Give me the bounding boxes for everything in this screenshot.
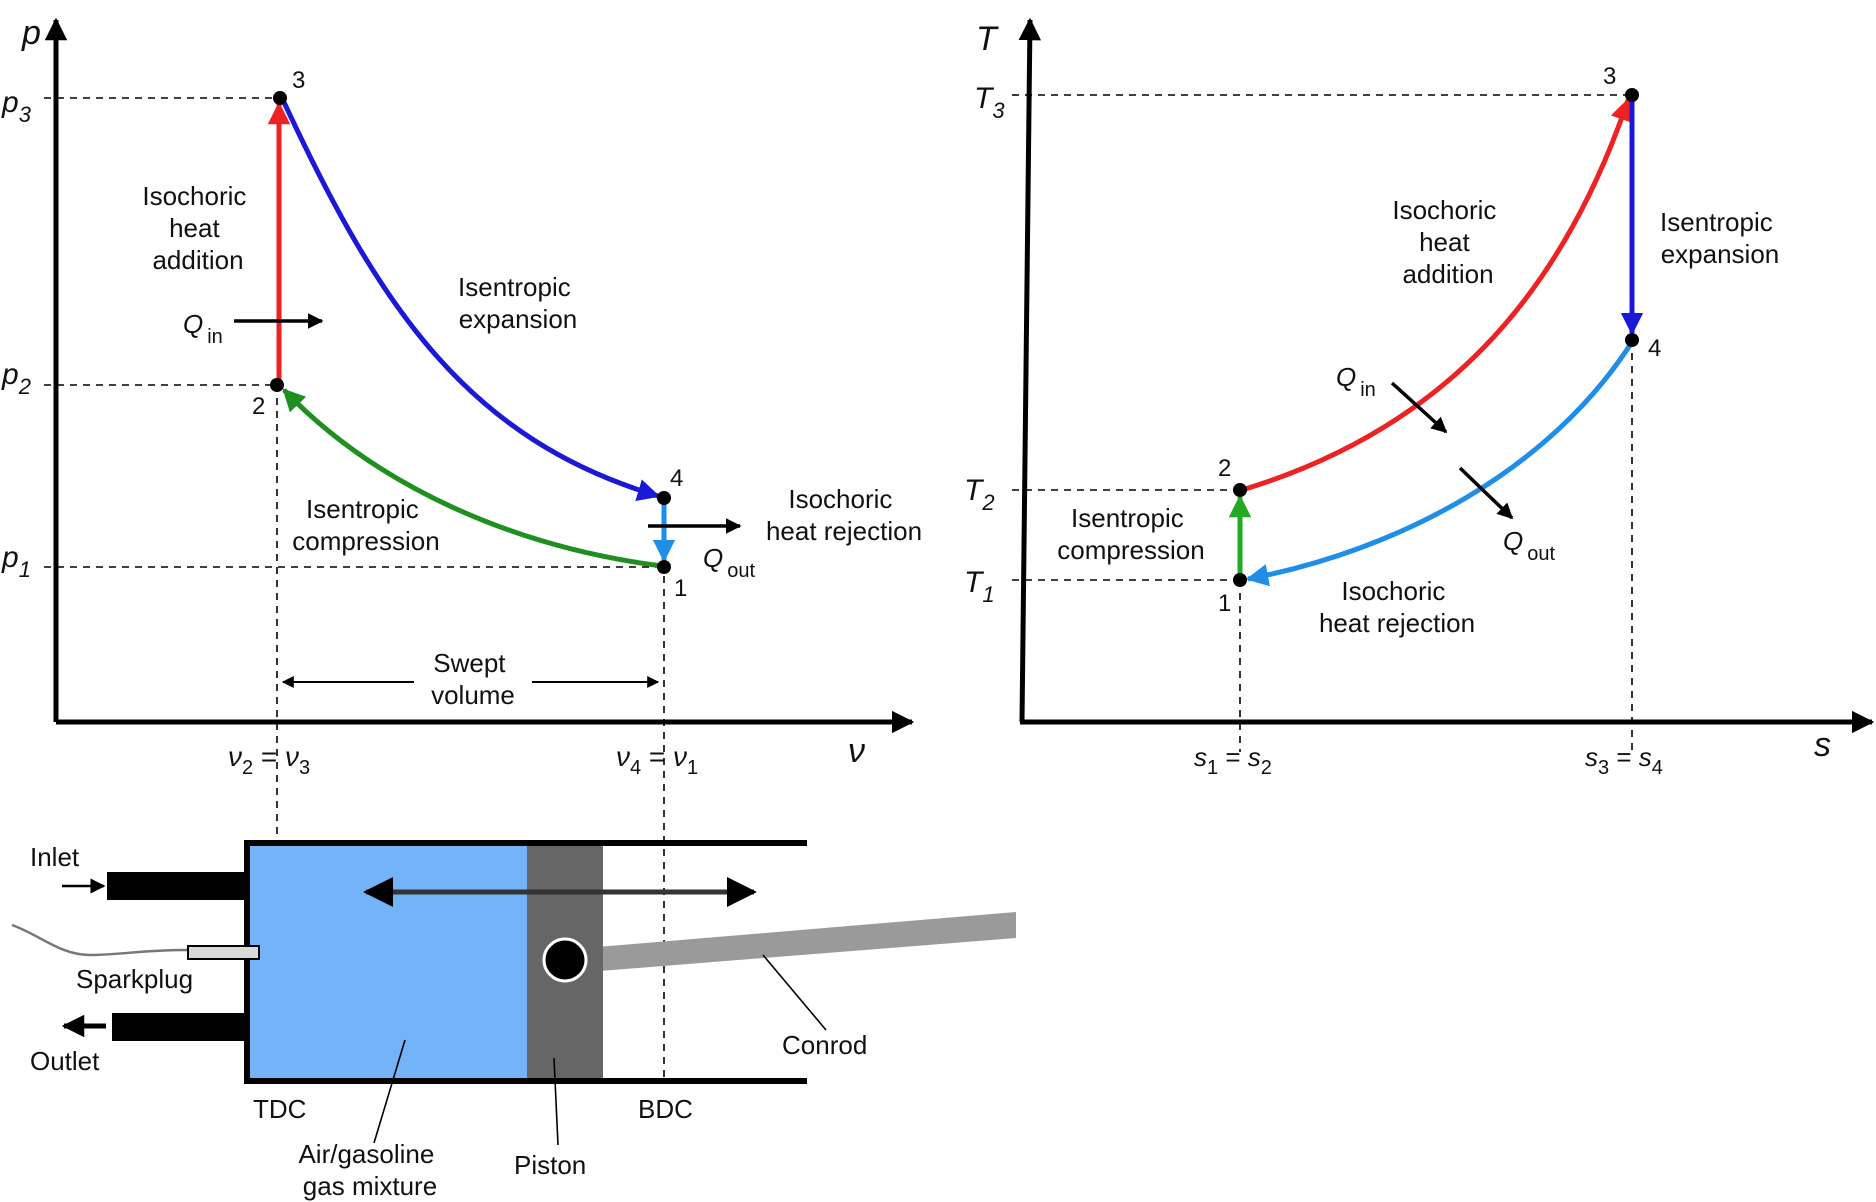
pv-point-label-1: 1 (674, 575, 687, 602)
pv-diagram: p ν p3 p2 p1 ν2 = ν3 ν4 = ν1 3 2 4 1 (1, 14, 922, 1080)
ts-point-1 (1233, 573, 1247, 587)
conrod (562, 912, 1016, 974)
pv-tick-p2: p2 (1, 358, 31, 399)
ts-tick-s1-s2: s1 = s2 (1194, 742, 1272, 779)
pv-tick-v2-v3: ν2 = ν3 (228, 741, 310, 779)
engine-schematic: Inlet Sparkplug Outlet TDC BDC Air/gasol… (11, 840, 1016, 1201)
ts-dashed-guides (1012, 94, 1633, 752)
ts-q-in-arrow (1390, 381, 1448, 434)
ts-point-3 (1625, 88, 1639, 102)
pv-label-heat-rejection: Isochoric heat rejection (766, 484, 922, 546)
sparkplug-wire (11, 923, 189, 957)
cylinder-walls (244, 840, 807, 1084)
ts-tick-t2: T2 (964, 474, 995, 515)
ts-tick-t1: T1 (964, 566, 995, 607)
ts-point-label-2: 2 (1218, 455, 1231, 482)
piston-pin (542, 937, 588, 983)
pv-swept-label: Swept volume (431, 648, 515, 710)
inlet-label: Inlet (30, 842, 80, 872)
pv-point-2 (270, 378, 284, 392)
ts-point-2 (1233, 483, 1247, 497)
pv-tick-p1: p1 (1, 541, 31, 582)
ts-y-axis (1018, 17, 1042, 723)
pv-label-compression: Isentropic compression (292, 494, 439, 556)
pv-tick-p3: p3 (1, 86, 32, 127)
ts-point-label-4: 4 (1648, 335, 1661, 362)
pv-swept-label-bg (414, 650, 532, 714)
outlet-port (112, 1013, 245, 1041)
pv-process-3-4 (280, 98, 661, 501)
outlet-label: Outlet (30, 1046, 100, 1076)
pv-y-axis-label: p (21, 14, 41, 52)
pv-tick-v4-v1: ν4 = ν1 (616, 741, 698, 779)
pv-x-axis-label: ν (848, 732, 865, 770)
pv-process-1-2 (282, 388, 663, 569)
ts-label-heat-addition: Isochoric heat addition (1392, 195, 1503, 289)
ts-point-4 (1625, 333, 1639, 347)
pv-point-1 (657, 560, 671, 574)
ts-point-label-1: 1 (1218, 590, 1231, 617)
sparkplug-label: Sparkplug (76, 964, 193, 994)
conrod-label: Conrod (782, 1030, 867, 1060)
sparkplug (187, 945, 260, 960)
ts-point-label-3: 3 (1603, 63, 1616, 90)
bdc-label: BDC (638, 1094, 693, 1124)
inlet-port (107, 872, 245, 900)
ts-x-axis-label: s (1814, 726, 1831, 764)
pv-label-heat-addition: Isochoric heat addition (142, 181, 253, 275)
pv-point-label-2: 2 (252, 393, 265, 420)
ts-label-expansion: Isentropic expansion (1660, 207, 1780, 269)
ts-process-4-1 (1245, 340, 1635, 587)
pv-label-expansion: Isentropic expansion (458, 272, 578, 334)
pv-point-4 (657, 491, 671, 505)
leader-lines (373, 954, 827, 1146)
piston-label: Piston (514, 1150, 586, 1180)
ts-tick-t3: T3 (974, 82, 1005, 123)
ts-q-out-arrow (1458, 466, 1514, 520)
ts-y-axis-label: T (976, 20, 999, 58)
pv-point-label-4: 4 (670, 465, 683, 492)
ts-label-compression: Isentropic compression (1057, 503, 1204, 565)
pv-dashed-guides (44, 97, 665, 1080)
ts-diagram: T s T3 T2 T1 s1 = s2 s3 = s4 3 4 2 1 Iso… (964, 17, 1875, 779)
gas-mixture-region (248, 843, 528, 1080)
ts-tick-s3-s4: s3 = s4 (1585, 742, 1663, 779)
tdc-label: TDC (253, 1094, 306, 1124)
ts-process-2-3 (1241, 97, 1633, 493)
pv-point-label-3: 3 (292, 67, 305, 94)
pv-point-3 (273, 91, 287, 105)
mixture-label: Air/gasoline gas mixture (298, 1139, 441, 1201)
ts-label-heat-rejection: Isochoric heat rejection (1319, 576, 1475, 638)
